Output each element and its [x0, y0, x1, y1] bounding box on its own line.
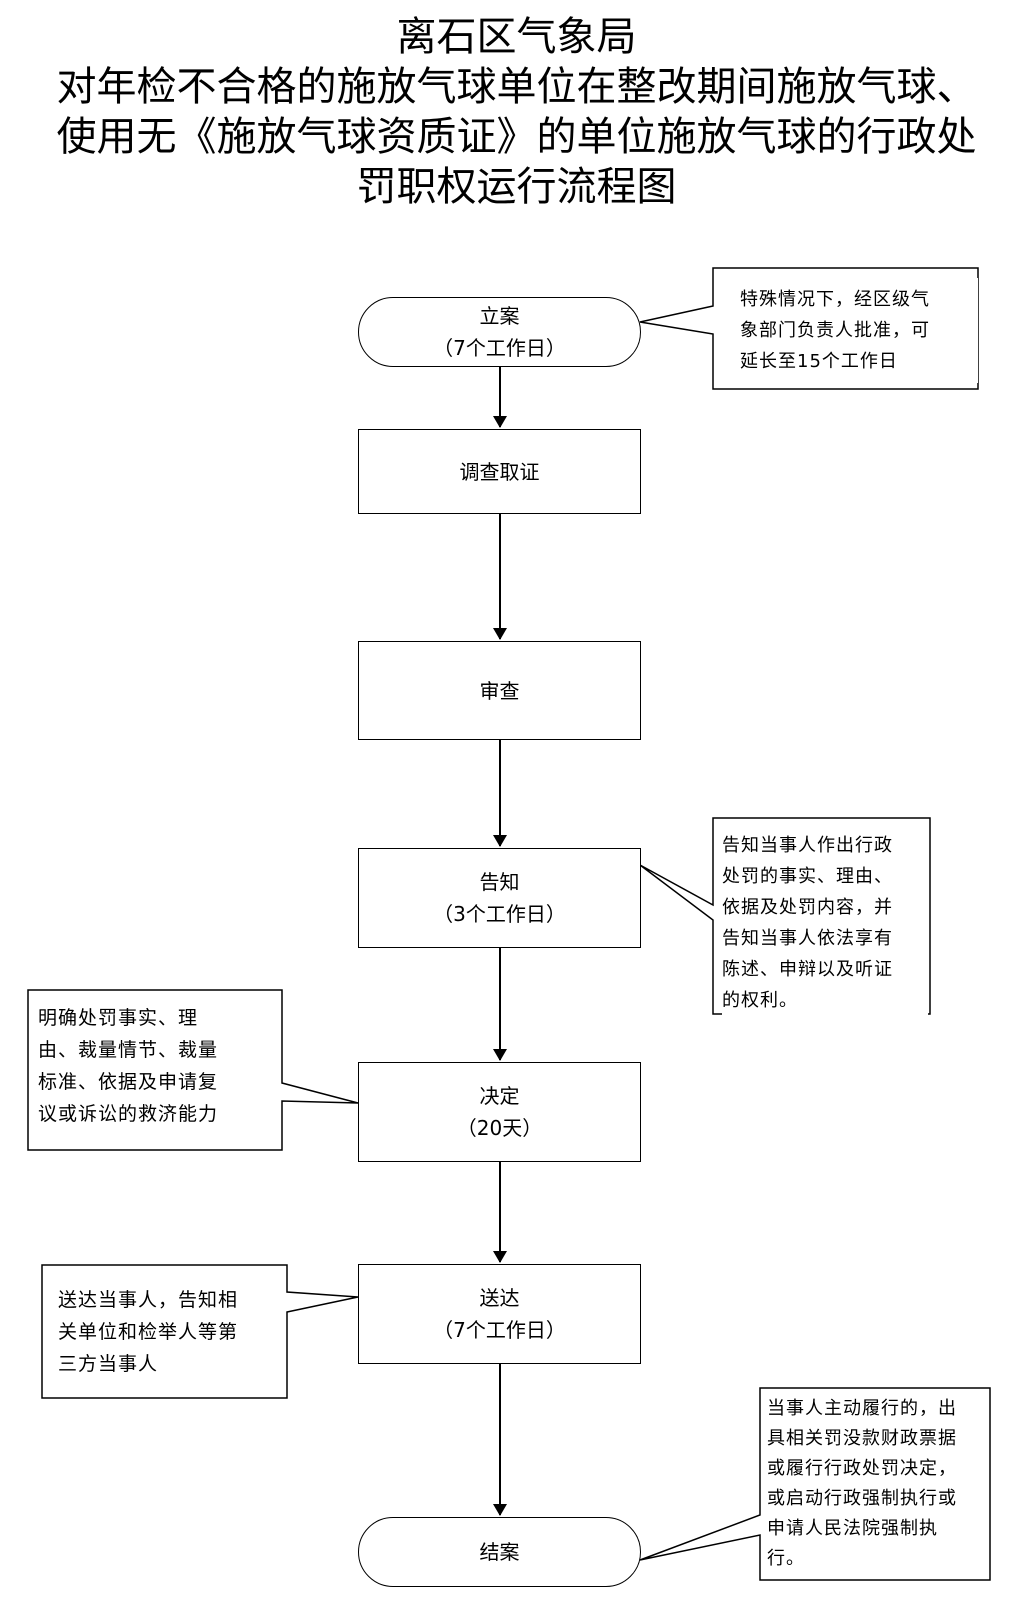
node-gaozhi-label: 告知 [479, 870, 520, 894]
note-lian: 特殊情况下，经区级气 象部门负责人批准，可 延长至15个工作日 [740, 278, 978, 383]
title-line-1: 离石区气象局 [396, 14, 637, 60]
callout-songda-shape [41, 1264, 359, 1399]
title-line-4: 罚职权运行流程图 [356, 164, 677, 210]
note-jiean-line: 或履行行政处罚决定， [767, 1458, 957, 1479]
node-shencha-label: 审查 [479, 678, 520, 703]
node-songda-label: 送达 [479, 1286, 520, 1310]
note-songda-line: 关单位和检举人等第 [58, 1321, 239, 1343]
callout-jueding-shape [27, 989, 359, 1151]
node-lian: 立案 （7个工作日） [358, 297, 641, 367]
note-lian-line: 延长至15个工作日 [740, 351, 898, 372]
note-jiean-line: 行。 [767, 1548, 805, 1569]
page-title: 离石区气象局 对年检不合格的施放气球单位在整改期间施放气球、 使用无《施放气球资… [0, 12, 1033, 212]
note-jueding-line: 标准、依据及申请复 [38, 1071, 219, 1093]
note-jueding-line: 议或诉讼的救济能力 [38, 1103, 219, 1125]
note-jueding: 明确处罚事实、理 由、裁量情节、裁量 标准、依据及申请复 议或诉讼的救济能力 [38, 996, 280, 1136]
node-jiean-label: 结案 [479, 1540, 520, 1564]
node-songda: 送达 （7个工作日） [358, 1264, 641, 1364]
note-jiean-line: 或启动行政强制执行或 [767, 1488, 957, 1509]
title-line-3: 使用无《施放气球资质证》的单位施放气球的行政处 [56, 114, 977, 160]
node-diaocha: 调查取证 [358, 429, 641, 514]
node-gaozhi-sub: （3个工作日） [433, 902, 566, 926]
node-lian-sub: （7个工作日） [433, 336, 566, 360]
callout-jiean-shape [639, 1387, 991, 1581]
note-songda-line: 三方当事人 [58, 1353, 159, 1375]
note-jueding-line: 明确处罚事实、理 [38, 1007, 199, 1029]
note-jiean-line: 具相关罚没款财政票据 [767, 1428, 957, 1449]
note-lian-line: 特殊情况下，经区级气 [740, 289, 930, 310]
node-shencha: 审查 [358, 641, 641, 740]
note-lian-line: 象部门负责人批准，可 [740, 320, 930, 341]
note-jiean-line: 当事人主动履行的，出 [767, 1398, 957, 1419]
node-diaocha-label: 调查取证 [459, 459, 540, 484]
node-lian-label: 立案 [479, 304, 520, 328]
note-gaozhi-line: 告知当事人作出行政 [722, 835, 893, 856]
note-gaozhi: 告知当事人作出行政 处罚的事实、理由、 依据及处罚内容，并 告知当事人依法享有 … [722, 824, 928, 1022]
title-line-2: 对年检不合格的施放气球单位在整改期间施放气球、 [56, 64, 977, 110]
note-gaozhi-line: 处罚的事实、理由、 [722, 866, 893, 887]
note-jueding-line: 由、裁量情节、裁量 [38, 1039, 219, 1061]
note-gaozhi-line: 依据及处罚内容，并 [722, 897, 893, 918]
note-songda: 送达当事人，告知相 关单位和检举人等第 三方当事人 [58, 1278, 286, 1386]
note-gaozhi-line: 的权利。 [722, 990, 798, 1011]
node-songda-sub: （7个工作日） [433, 1318, 566, 1342]
node-gaozhi: 告知 （3个工作日） [358, 848, 641, 948]
note-gaozhi-line: 告知当事人依法享有 [722, 928, 893, 949]
node-jueding-sub: （20天） [456, 1116, 543, 1140]
node-jueding: 决定 （20天） [358, 1062, 641, 1162]
note-jiean-line: 申请人民法院强制执 [767, 1518, 938, 1539]
note-songda-line: 送达当事人，告知相 [58, 1289, 239, 1311]
node-jiean: 结案 [358, 1517, 641, 1587]
node-jueding-label: 决定 [479, 1084, 520, 1108]
note-gaozhi-line: 陈述、申辩以及听证 [722, 959, 893, 980]
note-jiean: 当事人主动履行的，出 具相关罚没款财政票据 或履行行政处罚决定， 或启动行政强制… [767, 1390, 989, 1578]
